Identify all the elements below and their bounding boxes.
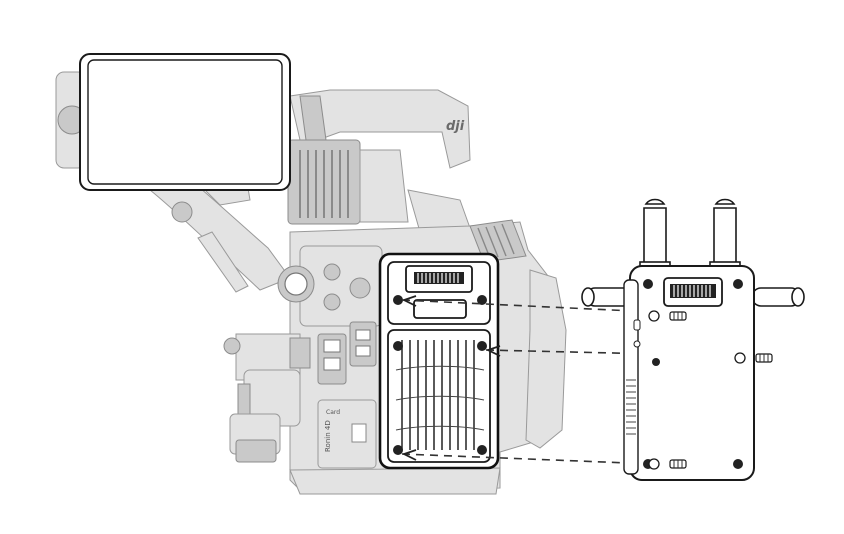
transmitter-module — [581, 198, 805, 481]
monitor-screen — [87, 59, 283, 185]
screw-hole-top-right — [477, 295, 487, 305]
antenna-right — [713, 207, 737, 265]
port-2 — [355, 345, 371, 357]
transmitter-pin-connector — [670, 284, 716, 298]
right-grip — [525, 269, 567, 449]
guide-line-bottom — [401, 453, 655, 465]
lens-cap — [235, 439, 277, 463]
lens-ring-1 — [237, 383, 251, 419]
port-1 — [355, 329, 371, 341]
heat-sink-fins — [401, 340, 475, 450]
gimbal-yoke — [359, 149, 409, 223]
heat-sink-ridges — [395, 365, 485, 431]
accessory-knob — [223, 337, 241, 355]
antenna-left — [643, 207, 667, 265]
card-slot-button — [351, 423, 367, 443]
screw-middle — [734, 352, 773, 364]
gimbal-motor-fins — [299, 150, 349, 218]
port-3 — [323, 339, 341, 353]
port-cluster — [349, 321, 377, 367]
transmitter-hole-bottom-right — [733, 459, 743, 469]
front-hood — [469, 219, 527, 263]
antenna-right-cap — [714, 198, 736, 205]
control-dial — [349, 277, 371, 299]
screw-hole-middle-right — [477, 341, 487, 351]
monitor — [55, 53, 291, 191]
transmitter-pins — [673, 285, 711, 297]
latch-slot — [413, 299, 467, 319]
focus-wheel-center — [284, 272, 308, 296]
port-4 — [323, 357, 341, 371]
guide-line-top — [401, 299, 655, 313]
accessory-connector — [289, 337, 311, 369]
upper-pins — [417, 273, 459, 283]
side-model-label: Ronin 4D — [324, 420, 332, 452]
camera-mount-plate — [378, 252, 500, 470]
side-rail-ticks — [626, 379, 636, 435]
transmitter-hole-mid-left — [652, 358, 660, 366]
arm-pivot-knob — [171, 201, 193, 223]
side-handle-left-end — [581, 287, 595, 307]
card-door-label: Card — [326, 409, 340, 416]
control-button-1 — [323, 263, 341, 281]
gimbal-base — [407, 189, 471, 233]
arm-brace — [197, 231, 249, 293]
arrow-bottom — [401, 449, 417, 461]
control-button-2 — [323, 293, 341, 311]
side-handle-right-end — [791, 287, 805, 307]
transmitter-side-rail — [623, 279, 639, 475]
dji-logo: dji — [446, 119, 465, 134]
antenna-left-cap — [644, 198, 666, 205]
arrow-top — [401, 295, 417, 307]
screw-bottom — [648, 458, 687, 470]
arrow-middle — [485, 345, 501, 357]
screw-hole-bottom-left — [393, 445, 403, 455]
screw-hole-middle-left — [393, 341, 403, 351]
screw-top — [648, 310, 687, 322]
base-plate — [289, 467, 501, 495]
card-door — [317, 399, 377, 469]
screw-hole-top-left — [393, 295, 403, 305]
transmitter-hole-top-left — [643, 279, 653, 289]
transmitter-side-led — [633, 319, 641, 331]
transmitter-side-button — [633, 340, 641, 348]
transmitter-hole-top-right — [733, 279, 743, 289]
screw-hole-bottom-right — [477, 445, 487, 455]
